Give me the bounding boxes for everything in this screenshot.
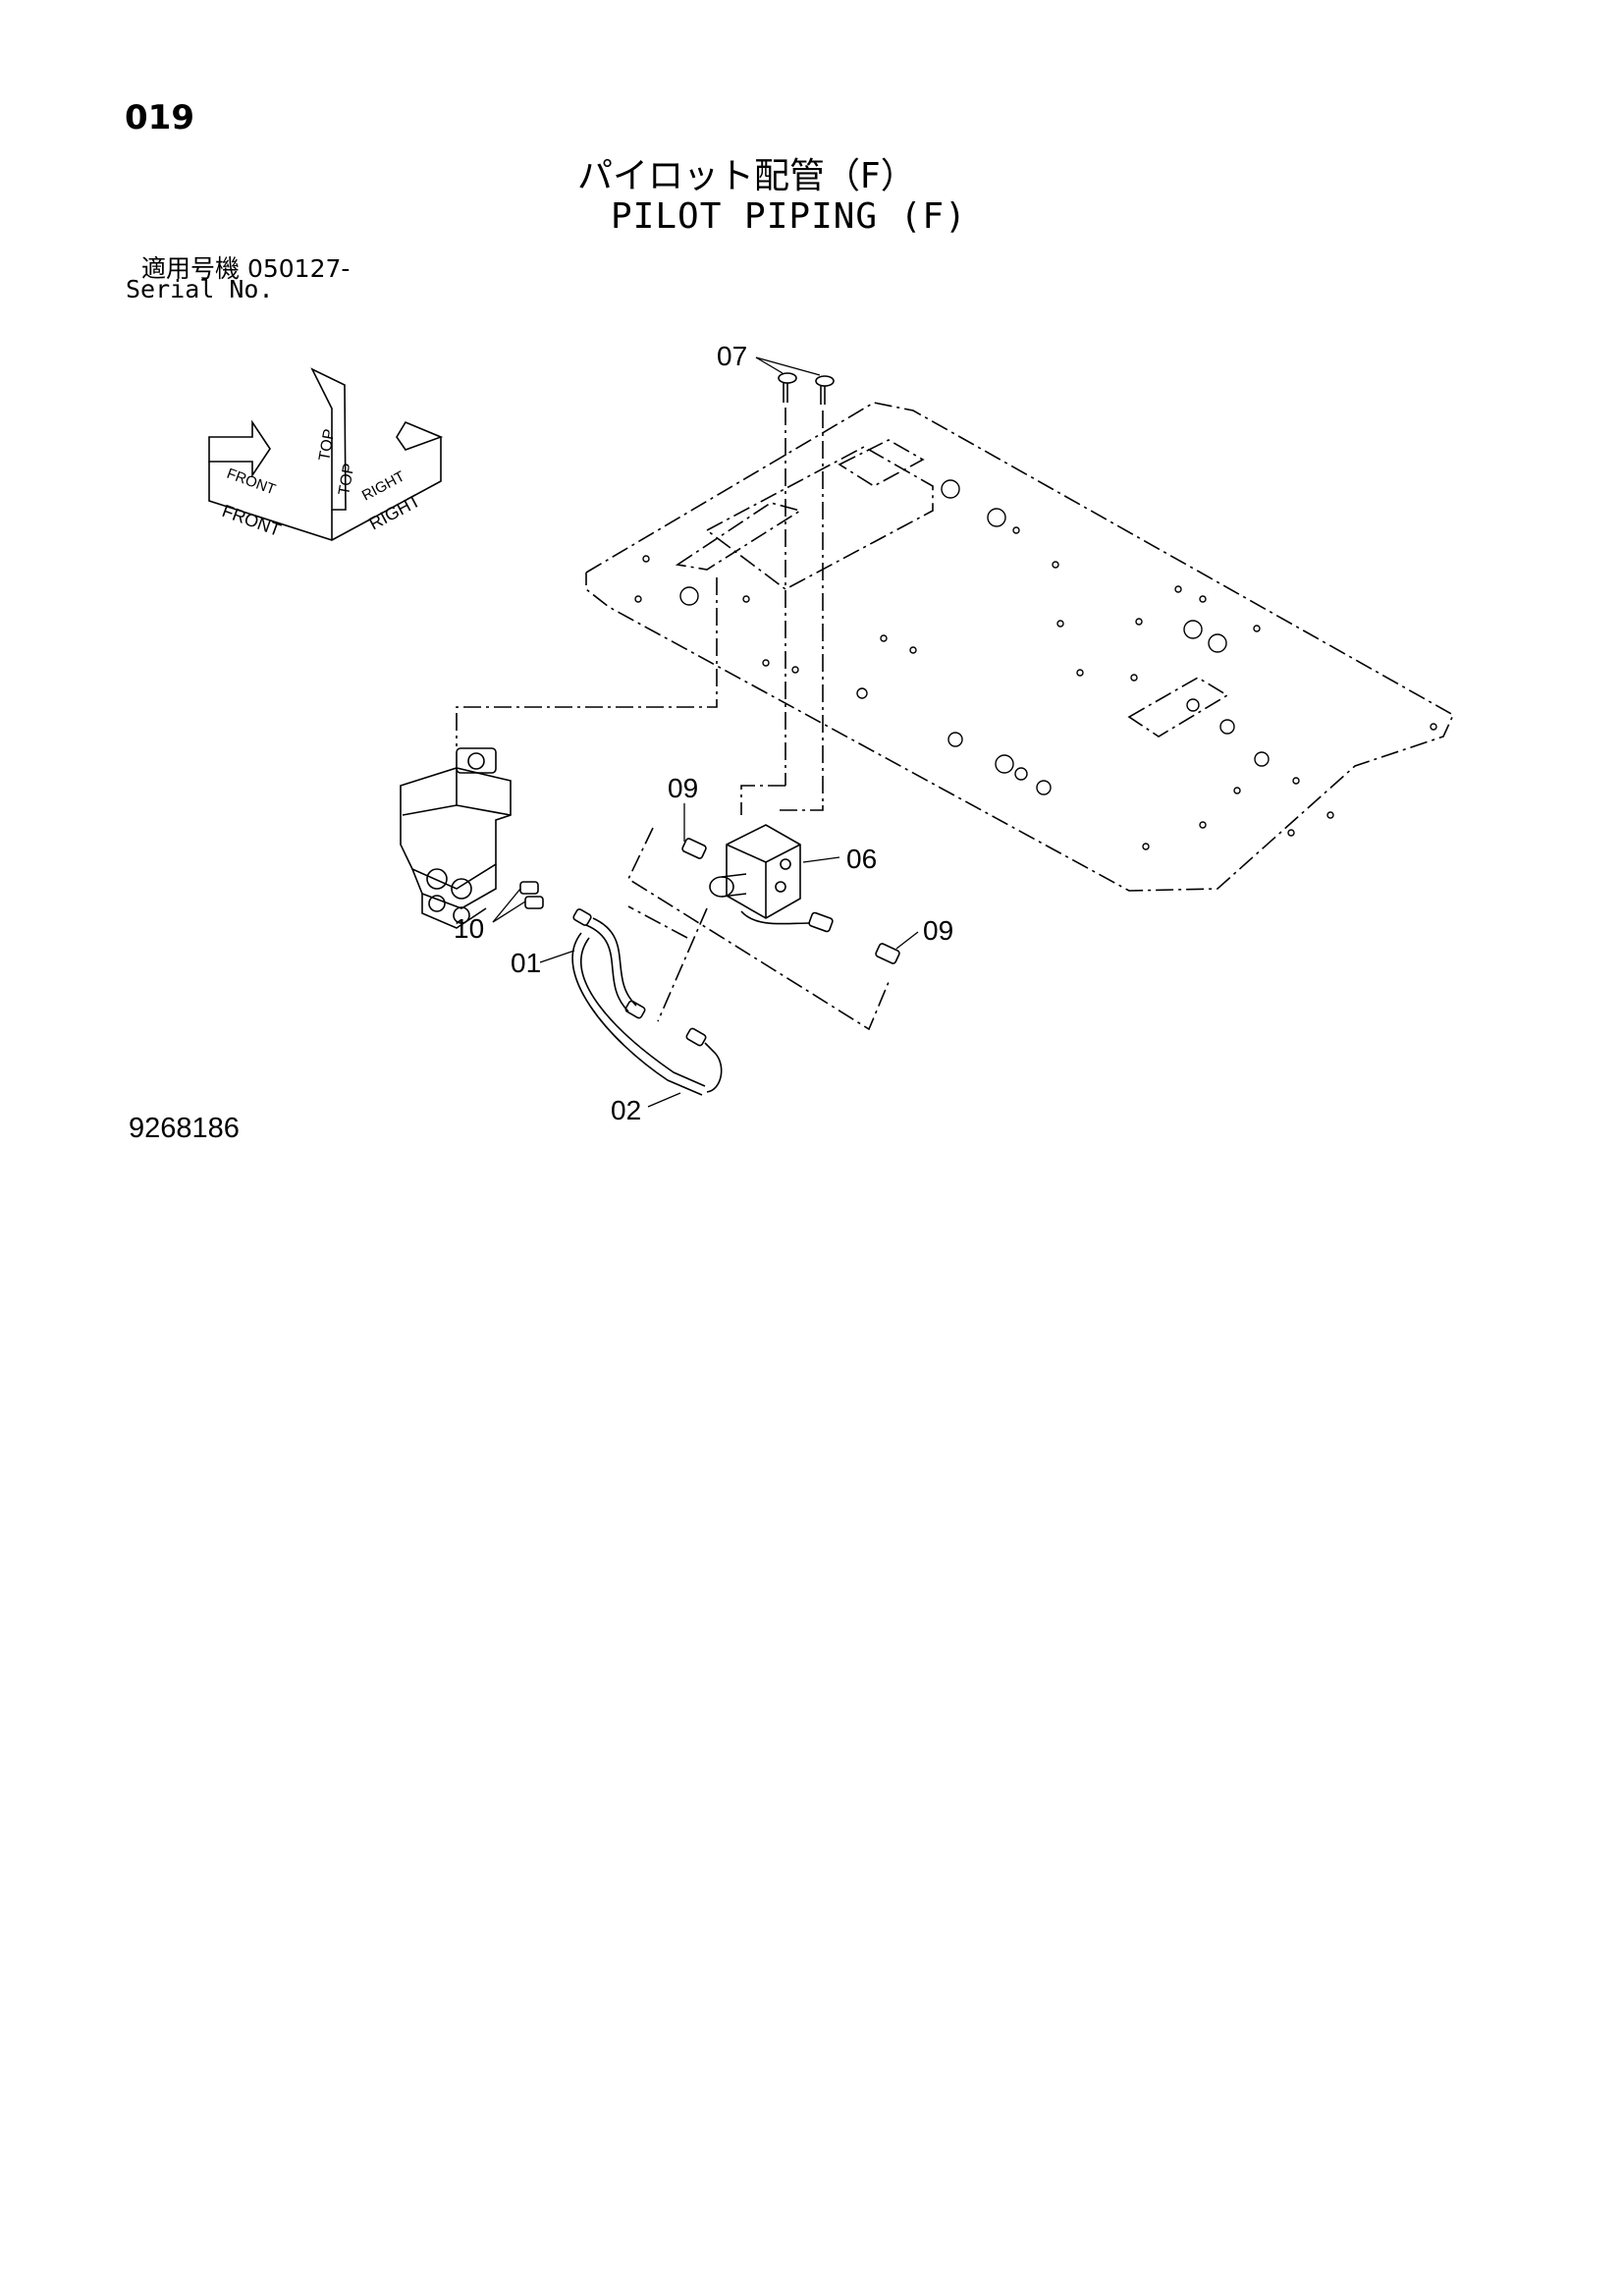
solenoid-valve-06 — [709, 824, 834, 933]
title-english: PILOT PIPING (F) — [611, 196, 967, 237]
plate-opening-top — [838, 439, 925, 487]
top-label: TOP — [316, 428, 338, 463]
orientation-arrows: FRONT FRONT TOP TOP RIGHT RIGHT — [208, 367, 444, 541]
top-arrow — [310, 367, 347, 511]
callout-06: 06 — [846, 844, 877, 874]
callout-01: 01 — [511, 948, 541, 978]
page-number: 019 — [125, 98, 194, 137]
leader-lines — [492, 356, 919, 1108]
plate-recess — [705, 446, 934, 590]
fittings-10 — [519, 881, 544, 909]
serial-label-english: Serial No. — [126, 275, 274, 303]
top-label-inner: TOP — [336, 463, 357, 497]
plate-opening-left — [675, 502, 802, 571]
title-japanese: パイロット配管（F） — [577, 156, 916, 196]
serial-label-japanese: 適用号機 050127- — [141, 254, 351, 283]
bolt-07-left — [778, 372, 797, 403]
front-label: FRONT — [220, 501, 284, 540]
assembly-lines — [456, 408, 890, 1031]
hose-01 — [572, 908, 646, 1019]
plate-opening-right — [1127, 677, 1229, 738]
right-arrow — [396, 420, 444, 451]
callout-09-right: 09 — [923, 915, 953, 946]
hose-02 — [571, 932, 723, 1096]
bolt-07-right — [815, 375, 835, 405]
plate-holes — [634, 479, 1437, 850]
callout-10: 10 — [454, 913, 484, 944]
front-label-upper: FRONT — [225, 465, 278, 499]
fitting-09-right — [875, 943, 900, 964]
callout-09-left: 09 — [668, 773, 698, 803]
fitting-09-left — [681, 838, 707, 859]
drawing-number: 9268186 — [129, 1113, 240, 1144]
callout-02: 02 — [611, 1095, 641, 1125]
pilot-valve — [400, 747, 512, 929]
front-arrow — [208, 419, 271, 478]
floor-plate — [585, 402, 1455, 892]
callout-07: 07 — [717, 341, 747, 371]
